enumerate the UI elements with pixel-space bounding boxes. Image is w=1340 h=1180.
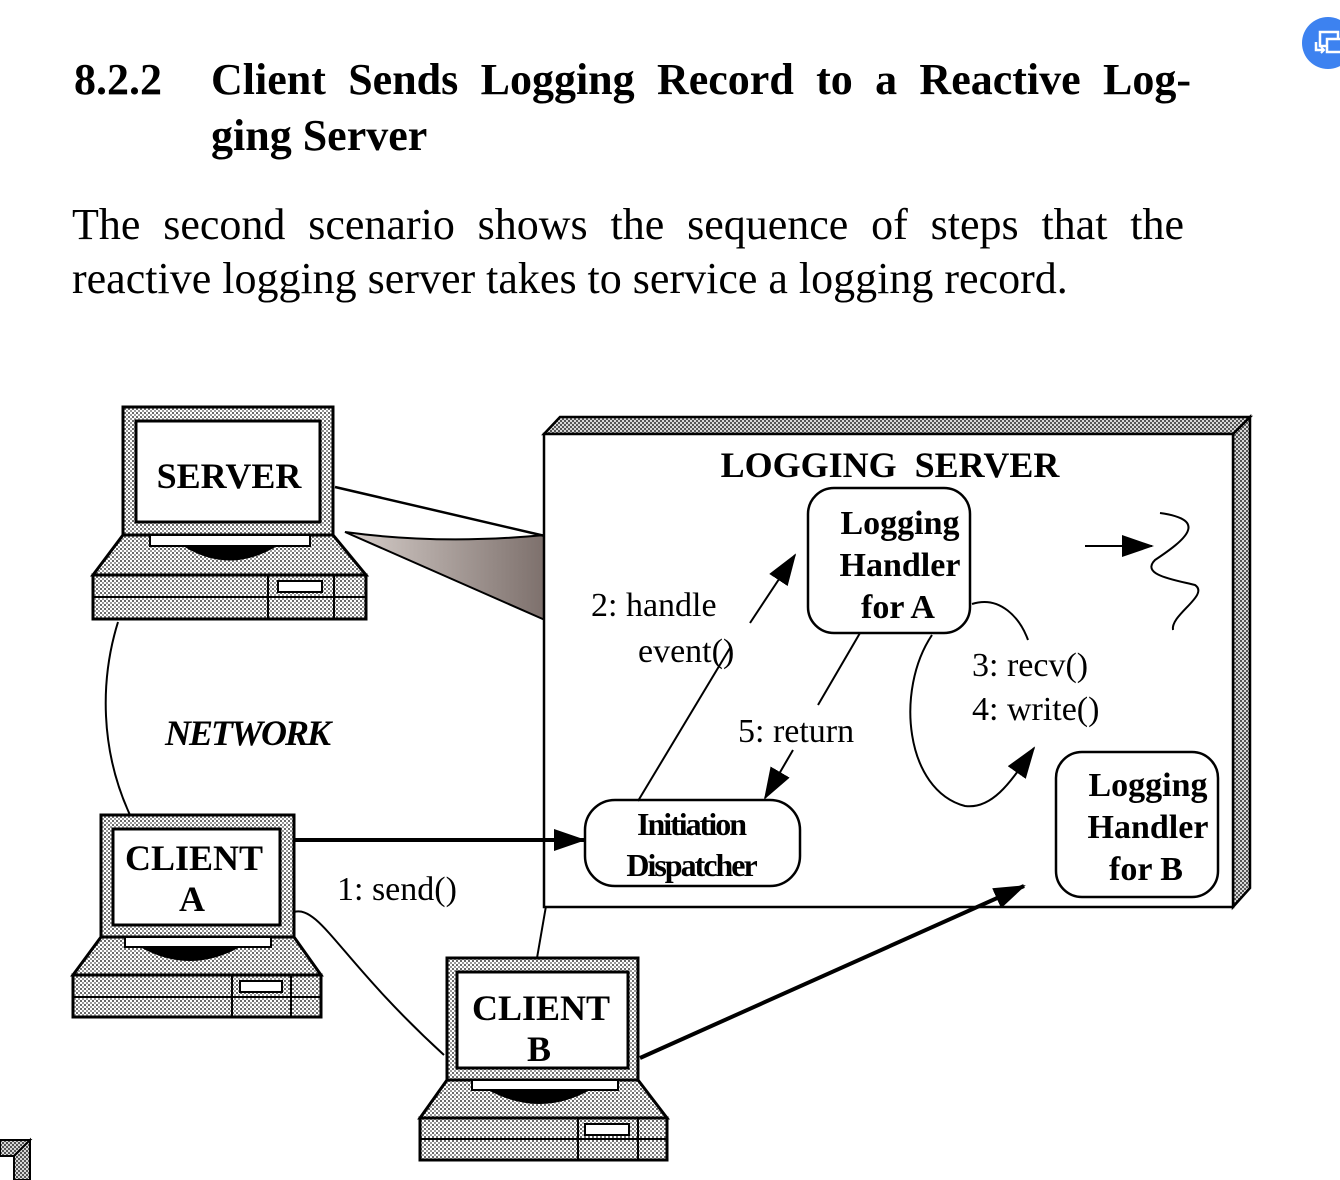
label-write: 4: write() xyxy=(972,691,1099,728)
cable-server-to-client-a xyxy=(104,621,131,816)
box-right-bevel xyxy=(1231,413,1252,911)
network-cables xyxy=(104,621,547,1056)
initiation-dispatcher: Initiation Dispatcher xyxy=(583,798,802,888)
server-computer: SERVER xyxy=(90,405,370,621)
network-label: NETWORK xyxy=(164,713,334,753)
handler-b-label-line-2: Handler xyxy=(1088,809,1209,846)
handler-a-label-line-1: Logging xyxy=(840,505,959,542)
client-b-label-line-1: CLIENT xyxy=(472,988,610,1028)
label-handle-event-2: event() xyxy=(638,633,734,670)
handler-a-label-line-3: for A xyxy=(861,589,935,626)
handler-a-label-line-2: Handler xyxy=(840,547,961,584)
arrow-handle-event xyxy=(637,647,731,802)
body-paragraph: The second scenario shows the sequence o… xyxy=(72,200,1184,303)
thread-squiggle xyxy=(1150,512,1200,631)
zoom-wedge xyxy=(334,485,546,622)
translate-screenshot-icon xyxy=(1314,30,1340,54)
label-recv: 3: recv() xyxy=(972,647,1088,684)
client-a-label-line-1: CLIENT xyxy=(125,838,263,878)
floating-action-button[interactable] xyxy=(1302,17,1340,69)
logging-handler-a: Logging Handler for A xyxy=(806,486,972,635)
handler-b-label-line-3: for B xyxy=(1109,851,1183,888)
section-title-line-1: Client Sends Logging Record to a Reactiv… xyxy=(211,55,1191,104)
box-top-bevel xyxy=(541,415,1254,436)
client-b-computer: CLIENT B xyxy=(417,956,671,1162)
arrow-send-client-b xyxy=(639,884,1026,1060)
client-b-label-line-2: B xyxy=(527,1029,551,1069)
cable-client-b-to-server-box xyxy=(536,905,547,959)
logging-handler-b: Logging Handler for B xyxy=(1054,750,1220,899)
step-labels: 2: handle event() 3: recv() 4: write() 5… xyxy=(337,587,1099,908)
server-label: SERVER xyxy=(157,456,303,496)
label-return: 5: return xyxy=(738,713,854,750)
cropped-figure-fragment xyxy=(0,1137,33,1180)
client-a-label-line-2: A xyxy=(179,879,205,919)
label-handle-event-1: 2: handle xyxy=(591,587,717,624)
dispatcher-label-line-1: Initiation xyxy=(637,806,747,842)
arrow-recv-write-loop xyxy=(971,601,1029,641)
dispatcher-label-line-2: Dispatcher xyxy=(626,847,757,883)
client-a-computer: CLIENT A xyxy=(70,813,324,1019)
section-number: 8.2.2 xyxy=(74,55,162,104)
server-arrows xyxy=(637,512,1200,808)
section-title-line-2: ging Server xyxy=(211,111,428,160)
cable-client-a-to-client-b xyxy=(293,910,445,1056)
label-send: 1: send() xyxy=(337,871,457,908)
logging-server-title: LOGGING SERVER xyxy=(721,445,1061,485)
handler-b-label-line-1: Logging xyxy=(1088,767,1207,804)
arrow-return xyxy=(817,632,861,706)
